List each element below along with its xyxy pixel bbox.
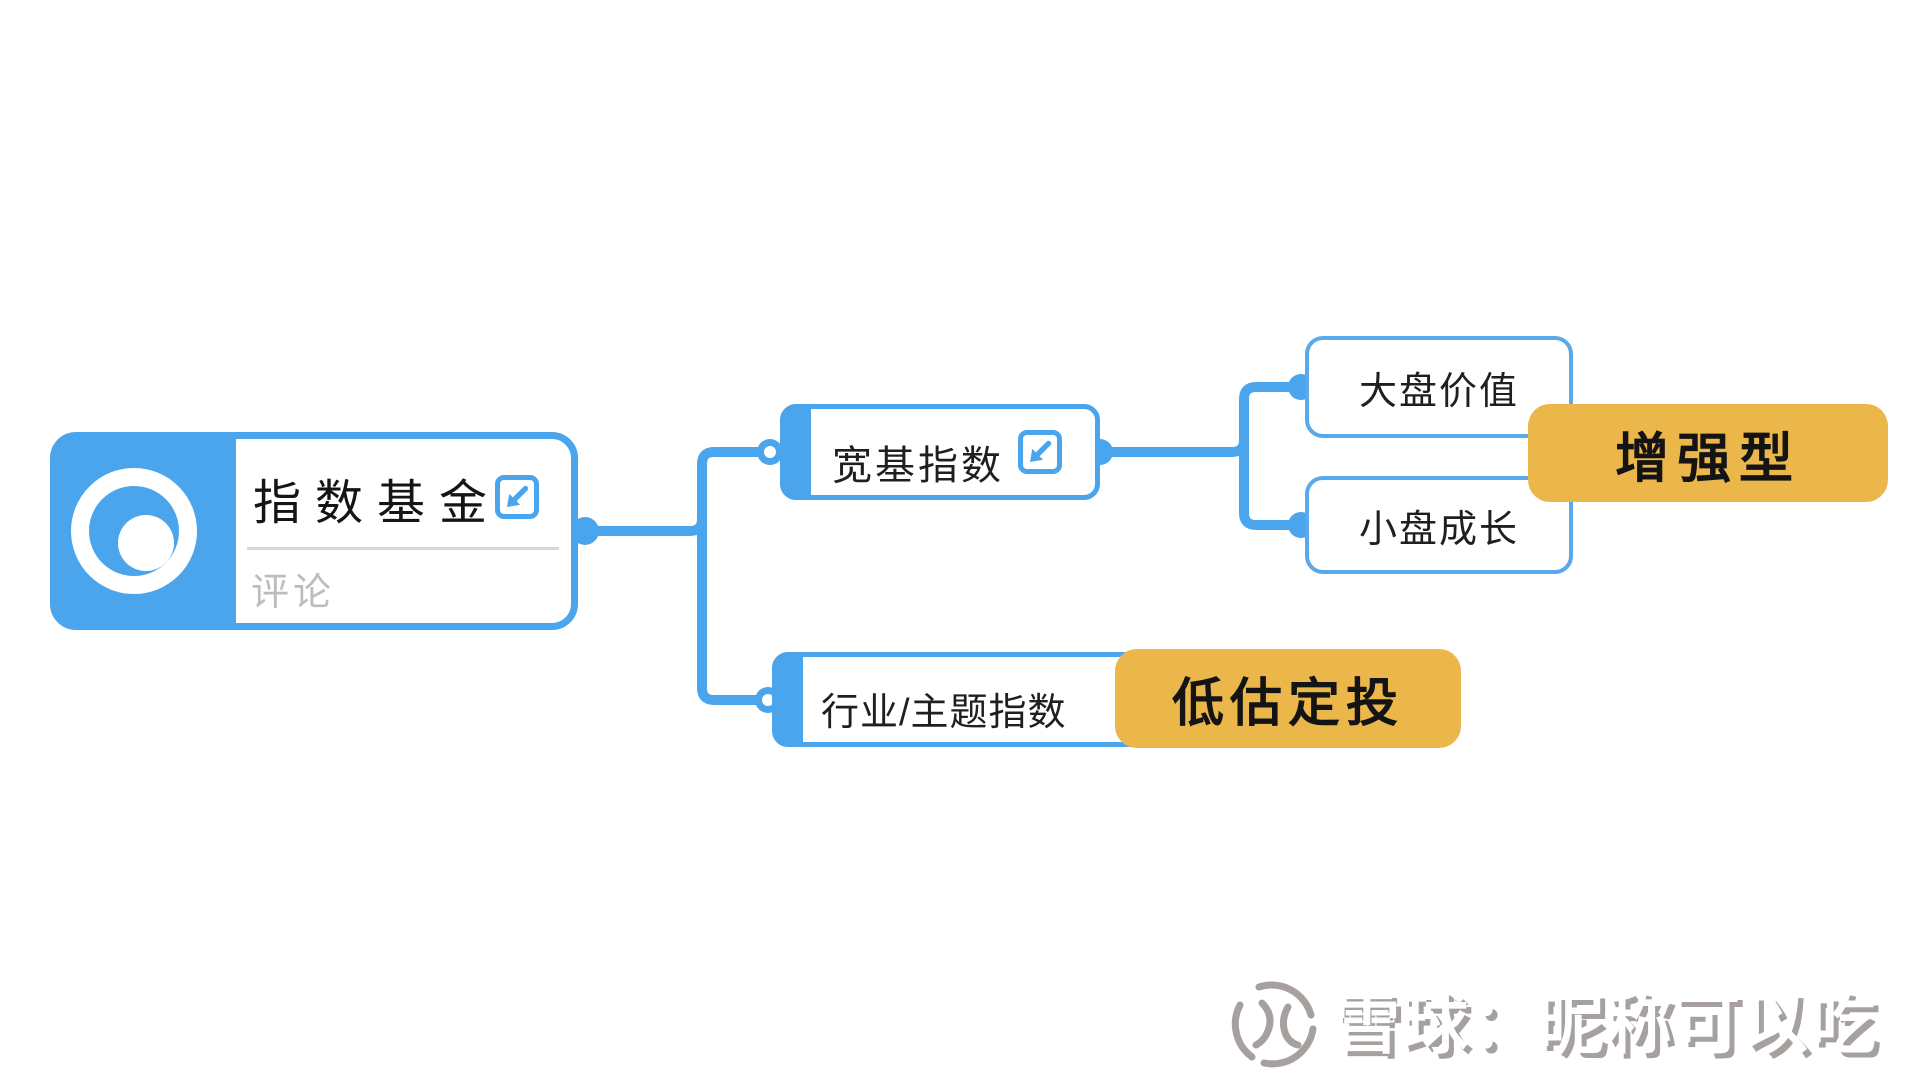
root-comment-placeholder[interactable]: 评论 [251, 572, 336, 614]
branch-leftbar [784, 408, 811, 496]
root-divider [247, 547, 559, 550]
connector-dot-root [571, 517, 599, 545]
callout-enhanced-type[interactable]: 增强型 [1528, 404, 1888, 502]
donut-target-icon-center [118, 515, 174, 571]
root-icon-panel [56, 438, 236, 624]
watermark-text: 雪球：昵称可以吃 [1334, 987, 1878, 1061]
branch-node-sector-theme-index[interactable]: 行业/主题指数 [772, 652, 1164, 747]
branch-label: 行业/主题指数 [821, 692, 1067, 734]
root-title: 指数基金 [253, 477, 502, 530]
child-label: 小盘成长 [1358, 508, 1519, 551]
xueqiu-logo-icon [1231, 981, 1317, 1068]
child-node-smallcap-growth[interactable]: 小盘成长 [1305, 476, 1573, 574]
branch-label: 宽基指数 [832, 444, 1004, 488]
branch-leftbar [776, 656, 803, 743]
callout-label: 增强型 [1615, 428, 1801, 489]
connector-root-to-kuanji [580, 447, 765, 536]
child-label: 大盘价值 [1358, 370, 1519, 413]
connector-ring-kuanji [757, 439, 783, 465]
connector-root-to-hangye [697, 515, 763, 705]
collapse-toggle-icon[interactable] [1018, 430, 1062, 474]
arrow-down-left-icon [506, 485, 529, 508]
callout-undervalued-dca[interactable]: 低估定投 [1115, 649, 1461, 748]
collapse-toggle-icon[interactable] [495, 475, 539, 519]
arrow-down-left-icon [1029, 440, 1052, 463]
branch-node-broad-index[interactable]: 宽基指数 [780, 404, 1100, 500]
connector-kuanji-to-xiaopan [1239, 436, 1297, 530]
connector-kuanji-to-dapan [1099, 382, 1297, 457]
callout-label: 低估定投 [1171, 676, 1404, 733]
watermark: 雪球：昵称可以吃 [1226, 976, 1878, 1072]
root-node-index-funds[interactable]: 指数基金 评论 [50, 432, 578, 630]
